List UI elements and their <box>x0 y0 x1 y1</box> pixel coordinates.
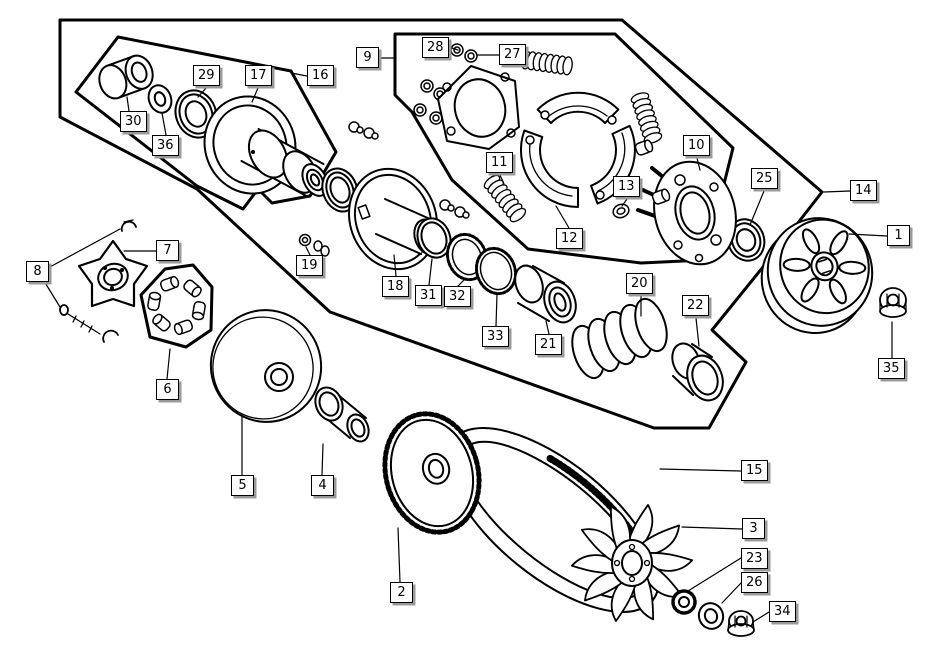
callout-26: 26 <box>741 572 768 593</box>
part-23-star-washer <box>671 589 697 615</box>
part-1-clutch-bell <box>760 217 874 335</box>
part-17-pulley-half <box>203 95 329 197</box>
callout-15: 15 <box>741 460 768 481</box>
callout-2: 2 <box>390 582 413 603</box>
part-19-pins <box>298 233 330 257</box>
part-28-nut <box>450 43 464 57</box>
part-3-fan-pulley <box>569 503 695 623</box>
group-outline-14 <box>58 18 824 430</box>
group-outline-16 <box>74 35 338 211</box>
callout-7: 7 <box>156 240 179 261</box>
callout-5: 5 <box>231 475 254 496</box>
part-21-sleeve <box>514 264 577 324</box>
clutch-backing-plate <box>437 65 520 150</box>
bearing-ring <box>321 167 359 213</box>
callout-8: 8 <box>26 261 49 282</box>
callout-12: 12 <box>556 228 583 249</box>
callout-16: 16 <box>307 65 334 86</box>
callout-29: 29 <box>193 65 220 86</box>
group-outline-9 <box>393 32 735 265</box>
callout-18: 18 <box>382 276 409 297</box>
callout-22: 22 <box>682 295 709 316</box>
callout-3: 3 <box>742 518 765 539</box>
callout-20: 20 <box>626 273 653 294</box>
callout-17: 17 <box>245 65 272 86</box>
callout-19: 19 <box>296 255 323 276</box>
callout-27: 27 <box>499 44 526 65</box>
callout-11: 11 <box>486 152 513 173</box>
part-11-spring <box>481 171 529 226</box>
callout-23: 23 <box>741 548 768 569</box>
part-26-washer <box>697 602 725 630</box>
callout-14: 14 <box>850 180 877 201</box>
part-8-hardware <box>59 219 137 343</box>
part-30-bushing <box>98 54 154 100</box>
callout-35: 35 <box>878 358 905 379</box>
clutch-spring-top <box>519 49 575 77</box>
part-27-washer <box>464 49 478 63</box>
callout-33: 33 <box>482 326 509 347</box>
callout-36: 36 <box>152 135 179 156</box>
part-22-spring-cup <box>671 342 724 402</box>
callout-25: 25 <box>751 168 778 189</box>
part-6-rollers <box>147 275 206 336</box>
part-31-ring <box>416 217 452 259</box>
part-2-starter-gear <box>382 411 482 535</box>
part-5-pulley-half <box>209 309 323 423</box>
part-36-seal-ring <box>147 84 173 114</box>
callout-28: 28 <box>422 37 449 58</box>
callout-30: 30 <box>120 111 147 132</box>
part-34-flange-nut <box>727 610 755 637</box>
part-20-spring <box>571 297 668 380</box>
part-13-nut <box>612 203 630 219</box>
callout-34: 34 <box>769 601 796 622</box>
part-10-driver-plate <box>636 160 737 266</box>
part-12-clutch-shoes <box>519 91 636 208</box>
callout-1: 1 <box>887 225 910 246</box>
small-pins-top <box>348 121 379 140</box>
callout-6: 6 <box>156 379 179 400</box>
leader-lines <box>43 47 893 623</box>
clutch-damper-rollers <box>439 139 671 219</box>
callout-32: 32 <box>444 286 471 307</box>
callout-13: 13 <box>613 176 640 197</box>
part-33-toothed-ring <box>474 246 518 296</box>
part-7-ramp-plate <box>77 239 149 308</box>
callout-21: 21 <box>535 334 562 355</box>
callout-9: 9 <box>356 47 379 68</box>
group-outline-6 <box>139 263 214 349</box>
callout-4: 4 <box>311 475 334 496</box>
clutch-spring-right <box>629 89 664 147</box>
callout-31: 31 <box>415 285 442 306</box>
callout-10: 10 <box>683 135 710 156</box>
part-35-flange-nut <box>879 287 907 318</box>
part-4-bushing <box>314 386 370 443</box>
